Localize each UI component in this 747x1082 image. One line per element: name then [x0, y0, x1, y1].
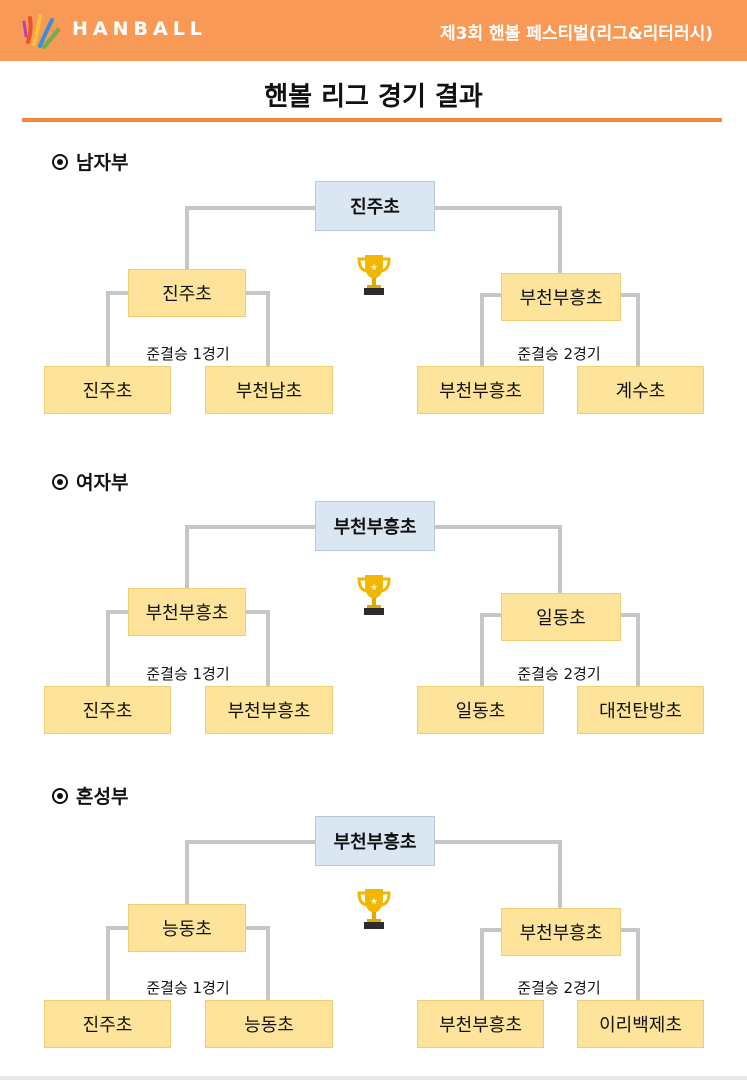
connector-line: [246, 291, 270, 295]
connector-line: [620, 928, 640, 932]
connector-line: [106, 610, 110, 686]
trophy-icon: ★: [357, 575, 391, 615]
match-label: 준결승 1경기: [146, 979, 230, 997]
bracket-men: 남자부 진주초 ★ 진주초 부천부흥초 준결승 1경기 준결승 2경기 진주초 …: [0, 148, 747, 448]
semifinal-winner-right: 부천부흥초: [501, 273, 621, 321]
connector-line: [636, 293, 640, 366]
svg-text:★: ★: [370, 263, 378, 273]
match-label: 준결승 2경기: [517, 665, 601, 683]
connector-line: [185, 206, 189, 270]
champion-box: 부천부흥초: [315, 816, 435, 866]
section-label-text: 여자부: [76, 472, 129, 494]
connector-line: [266, 291, 270, 366]
connector-line: [185, 525, 315, 529]
bracket-mixed: 혼성부 부천부흥초 ★ 능동초 부천부흥초 준결승 1경기 준결승 2경기 진주…: [0, 782, 747, 1082]
connector-line: [106, 926, 128, 930]
connector-line: [480, 613, 501, 617]
team-box: 일동초: [417, 686, 544, 734]
connector-line: [106, 610, 128, 614]
connector-line: [434, 525, 562, 529]
event-title: 제3회 핸볼 페스티벌(리그&리터러시): [440, 24, 713, 44]
connector-line: [106, 291, 110, 366]
semifinal-winner-left: 부천부흥초: [128, 588, 246, 636]
connector-line: [434, 840, 562, 844]
connector-line: [480, 293, 484, 366]
section-label-text: 남자부: [76, 152, 129, 174]
connector-line: [558, 525, 562, 593]
bottom-divider: [0, 1076, 747, 1080]
connector-line: [480, 293, 501, 297]
section-label: 혼성부: [52, 782, 128, 809]
team-box: 진주초: [44, 686, 171, 734]
trophy-icon: ★: [357, 889, 391, 929]
team-box: 능동초: [205, 1000, 333, 1048]
connector-line: [620, 293, 640, 297]
connector-line: [636, 613, 640, 686]
team-box: 이리백제초: [577, 1000, 704, 1048]
connector-line: [636, 928, 640, 1000]
connector-line: [480, 613, 484, 686]
team-box: 진주초: [44, 1000, 171, 1048]
trophy-icon: ★: [357, 255, 391, 295]
connector-line: [185, 840, 315, 844]
semifinal-winner-left: 능동초: [128, 904, 246, 952]
section-label: 여자부: [52, 468, 128, 495]
svg-text:★: ★: [370, 583, 378, 593]
connector-line: [246, 610, 270, 614]
brand-name: HANBALL: [72, 18, 207, 40]
semifinal-winner-left: 진주초: [128, 269, 246, 317]
team-box: 부천부흥초: [205, 686, 333, 734]
match-label: 준결승 1경기: [146, 345, 230, 363]
champion-box: 부천부흥초: [315, 501, 435, 551]
connector-line: [266, 610, 270, 686]
target-icon: [52, 787, 68, 804]
connector-line: [434, 206, 562, 210]
connector-line: [266, 926, 270, 1000]
connector-line: [185, 840, 189, 904]
hanball-logo-icon: [22, 14, 60, 49]
match-label: 준결승 2경기: [517, 345, 601, 363]
semifinal-winner-right: 부천부흥초: [501, 908, 621, 956]
svg-text:★: ★: [370, 897, 378, 907]
section-label: 남자부: [52, 148, 128, 175]
target-icon: [52, 153, 68, 170]
connector-line: [106, 926, 110, 1000]
title-divider: [22, 118, 722, 122]
connector-line: [480, 928, 501, 932]
team-box: 진주초: [44, 366, 171, 414]
match-label: 준결승 1경기: [146, 665, 230, 683]
team-box: 대전탄방초: [577, 686, 704, 734]
semifinal-winner-right: 일동초: [501, 593, 621, 641]
team-box: 부천부흥초: [417, 1000, 544, 1048]
connector-line: [106, 291, 128, 295]
page-title: 핸볼 리그 경기 결과: [264, 82, 483, 112]
match-label: 준결승 2경기: [517, 979, 601, 997]
team-box: 부천남초: [205, 366, 333, 414]
team-box: 부천부흥초: [417, 366, 544, 414]
connector-line: [185, 525, 189, 589]
connector-line: [558, 206, 562, 274]
connector-line: [620, 613, 640, 617]
connector-line: [558, 840, 562, 908]
header-bar: HANBALL 제3회 핸볼 페스티벌(리그&리터러시): [0, 0, 747, 61]
connector-line: [246, 926, 270, 930]
champion-box: 진주초: [315, 181, 435, 231]
team-box: 계수초: [577, 366, 704, 414]
connector-line: [480, 928, 484, 1000]
target-icon: [52, 473, 68, 490]
section-label-text: 혼성부: [76, 786, 129, 808]
bracket-women: 여자부 부천부흥초 ★ 부천부흥초 일동초 준결승 1경기 준결승 2경기 진주…: [0, 468, 747, 768]
connector-line: [185, 206, 315, 210]
